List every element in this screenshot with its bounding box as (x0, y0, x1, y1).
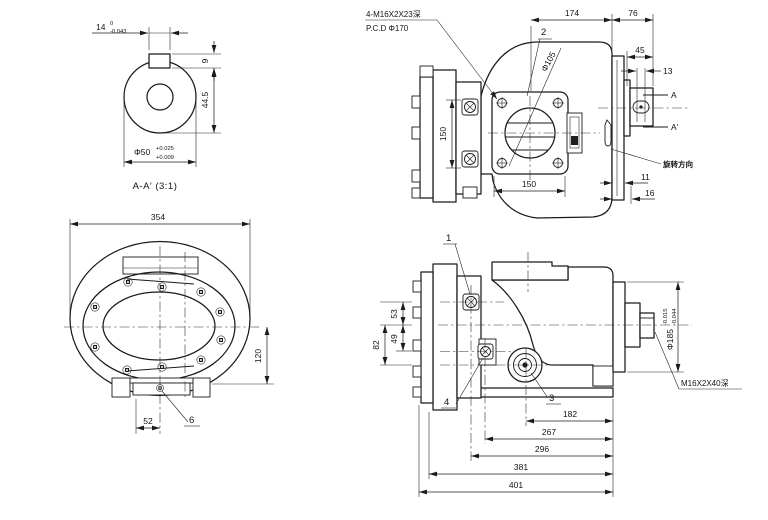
svg-text:A′: A′ (671, 122, 679, 132)
dim-13: 13 (621, 66, 673, 76)
dim-150-vertical: 150 (438, 99, 461, 169)
svg-text:44.5: 44.5 (200, 91, 210, 108)
svg-text:174: 174 (565, 8, 579, 18)
svg-text:14: 14 (96, 22, 106, 32)
front-view: 174 76 45 13 A A′ 150 (365, 8, 693, 219)
flange-bolt-holes (496, 97, 564, 169)
svg-text:+0.025: +0.025 (156, 146, 174, 152)
svg-text:A: A (671, 90, 677, 100)
balloon-6: 6 (161, 390, 200, 427)
svg-text:4: 4 (444, 397, 449, 408)
top-pad (122, 256, 199, 275)
svg-text:150: 150 (438, 127, 448, 141)
svg-text:120: 120 (253, 349, 263, 363)
rotation-arrow-mark (604, 119, 612, 147)
dim-shaft-diameter: Φ50 +0.025 +0.009 (123, 101, 197, 167)
dim-76: 76 (612, 8, 654, 86)
key-blank (149, 54, 170, 68)
svg-text:2: 2 (541, 27, 546, 38)
dim-16: 16 (600, 186, 655, 204)
svg-text:旋转方向: 旋转方向 (662, 159, 693, 169)
section-marks: A A′ (643, 90, 679, 132)
dim-82: 82 (371, 325, 412, 366)
key-section (148, 53, 171, 69)
svg-text:9: 9 (200, 58, 210, 63)
svg-text:13: 13 (663, 66, 673, 76)
svg-text:-0.044: -0.044 (672, 308, 678, 325)
svg-text:6: 6 (189, 415, 194, 426)
rotation-note: 旋转方向 (610, 148, 693, 169)
shaft-center-hole (146, 83, 174, 111)
drain-boss (507, 347, 543, 383)
svg-text:Φ185: Φ185 (665, 329, 675, 350)
svg-text:267: 267 (542, 427, 556, 437)
svg-text:49: 49 (389, 334, 399, 344)
section-title: A-A′ (3:1) (133, 181, 178, 192)
cover-bolts (90, 277, 226, 375)
side-body-outline (491, 266, 614, 387)
cover-bolt-bottom (461, 150, 479, 168)
dim-53: 53 (380, 301, 412, 325)
svg-text:M16X2X40深: M16X2X40深 (681, 379, 729, 388)
side-end-cap (412, 263, 482, 411)
balloon-1: 1 (443, 233, 471, 295)
rear-view: 354 120 52 6 (64, 212, 274, 434)
balloon-3: 3 (530, 372, 561, 405)
svg-text:53: 53 (389, 309, 399, 319)
top-mounting-pad (491, 261, 569, 281)
svg-text:401: 401 (509, 480, 523, 490)
dim-174: 174 (530, 8, 613, 91)
dim-354: 354 (69, 212, 251, 314)
rear-foot (592, 365, 614, 387)
svg-text:+0.009: +0.009 (156, 155, 174, 161)
balloon-2: 2 (526, 27, 552, 97)
side-view: 53 49 82 182 267 296 381 401 (371, 233, 742, 497)
svg-text:P.C.D Φ170: P.C.D Φ170 (366, 24, 409, 33)
svg-text:182: 182 (563, 409, 577, 419)
dim-shaft-flat: 44.5 (165, 68, 221, 134)
svg-text:16: 16 (645, 188, 655, 198)
shaft-thread-note: M16X2X40深 (654, 331, 742, 390)
output-shaft (639, 312, 655, 339)
svg-text:381: 381 (514, 462, 528, 472)
balloon-4: 4 (441, 357, 484, 409)
svg-text:76: 76 (628, 8, 638, 18)
bottom-rail (476, 387, 614, 398)
dim-11: 11 (600, 168, 650, 188)
flange-thread-note: 4-M16X2X23深 P.C.D Φ170 (365, 10, 498, 100)
svg-text:4-M16X2X23深: 4-M16X2X23深 (366, 10, 421, 19)
dim-chain: 182 267 296 381 401 (418, 399, 614, 497)
cover-bolt-top (461, 98, 479, 116)
svg-text:354: 354 (151, 212, 165, 222)
svg-text:52: 52 (143, 416, 153, 426)
svg-text:1: 1 (446, 233, 451, 244)
mounting-feet (111, 377, 211, 398)
dim-150-horizontal: 150 (493, 176, 566, 197)
svg-text:-0.043: -0.043 (110, 29, 126, 35)
section-aa-view: 14 0 -0.043 9 44.5 Φ50 +0.025 +0.009 A-A… (92, 21, 221, 192)
dim-key-width: 14 0 -0.043 (92, 21, 188, 50)
svg-text:150: 150 (522, 179, 536, 189)
dim-spigot: Φ185 -0.015 -0.044 (627, 281, 684, 373)
spigot-flange (612, 281, 626, 373)
svg-text:296: 296 (535, 444, 549, 454)
dim-52: 52 (135, 399, 160, 434)
rear-cover (611, 55, 625, 201)
svg-text:-0.015: -0.015 (663, 309, 669, 325)
svg-text:11: 11 (641, 172, 650, 182)
dim-45: 45 (626, 45, 653, 86)
svg-text:0: 0 (110, 21, 113, 27)
svg-text:3: 3 (549, 393, 554, 404)
svg-text:45: 45 (635, 45, 645, 55)
dim-120: 120 (212, 327, 274, 385)
svg-text:82: 82 (371, 340, 381, 350)
shaft-keyway (632, 100, 650, 114)
svg-text:Φ50: Φ50 (134, 147, 151, 157)
bolt-4 (477, 338, 497, 366)
cover-inner-oval (102, 291, 216, 361)
side-boss-mark (571, 136, 578, 145)
